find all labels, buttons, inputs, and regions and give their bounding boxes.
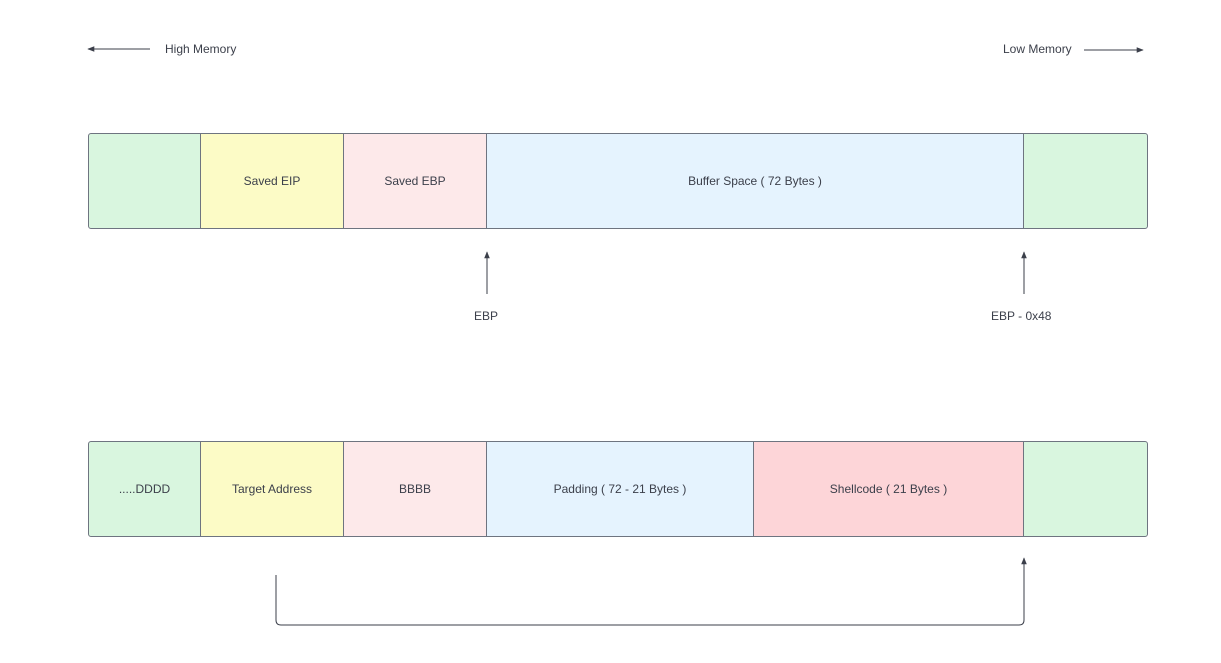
saved-ebp-label: Saved EBP — [384, 174, 446, 188]
payload-nops-cell: .....DDDD — [88, 441, 201, 537]
stack-cell-below-buffer — [1023, 133, 1148, 229]
low-memory-label: Low Memory — [1003, 42, 1072, 56]
saved-eip-label: Saved EIP — [243, 174, 301, 188]
shellcode-cell: Shellcode ( 21 Bytes ) — [753, 441, 1024, 537]
buffer-space-cell: Buffer Space ( 72 Bytes ) — [486, 133, 1024, 229]
buffer-space-label: Buffer Space ( 72 Bytes ) — [688, 174, 822, 188]
saved-eip-cell: Saved EIP — [200, 133, 344, 229]
saved-ebp-cell: Saved EBP — [343, 133, 487, 229]
ebp-pointer-label: EBP — [474, 309, 499, 323]
payload-nops-label: .....DDDD — [118, 482, 171, 496]
padding-cell: Padding ( 72 - 21 Bytes ) — [486, 441, 754, 537]
target-address-label: Target Address — [231, 482, 313, 496]
payload-end-cell — [1023, 441, 1148, 537]
payload-layout: .....DDDD Target Address BBBB Padding ( … — [88, 441, 1148, 537]
ebp-offset-pointer-label: EBP - 0x48 — [991, 309, 1052, 323]
return-jump-connector — [275, 557, 1027, 626]
stack-layout-before: Saved EIP Saved EBP Buffer Space ( 72 By… — [88, 133, 1148, 229]
padding-label: Padding ( 72 - 21 Bytes ) — [553, 482, 687, 496]
high-memory-label: High Memory — [165, 42, 237, 56]
bbbb-label: BBBB — [398, 482, 431, 496]
target-address-cell: Target Address — [200, 441, 344, 537]
bbbb-cell: BBBB — [343, 441, 487, 537]
shellcode-label: Shellcode ( 21 Bytes ) — [829, 482, 948, 496]
stack-cell-above-eip — [88, 133, 201, 229]
